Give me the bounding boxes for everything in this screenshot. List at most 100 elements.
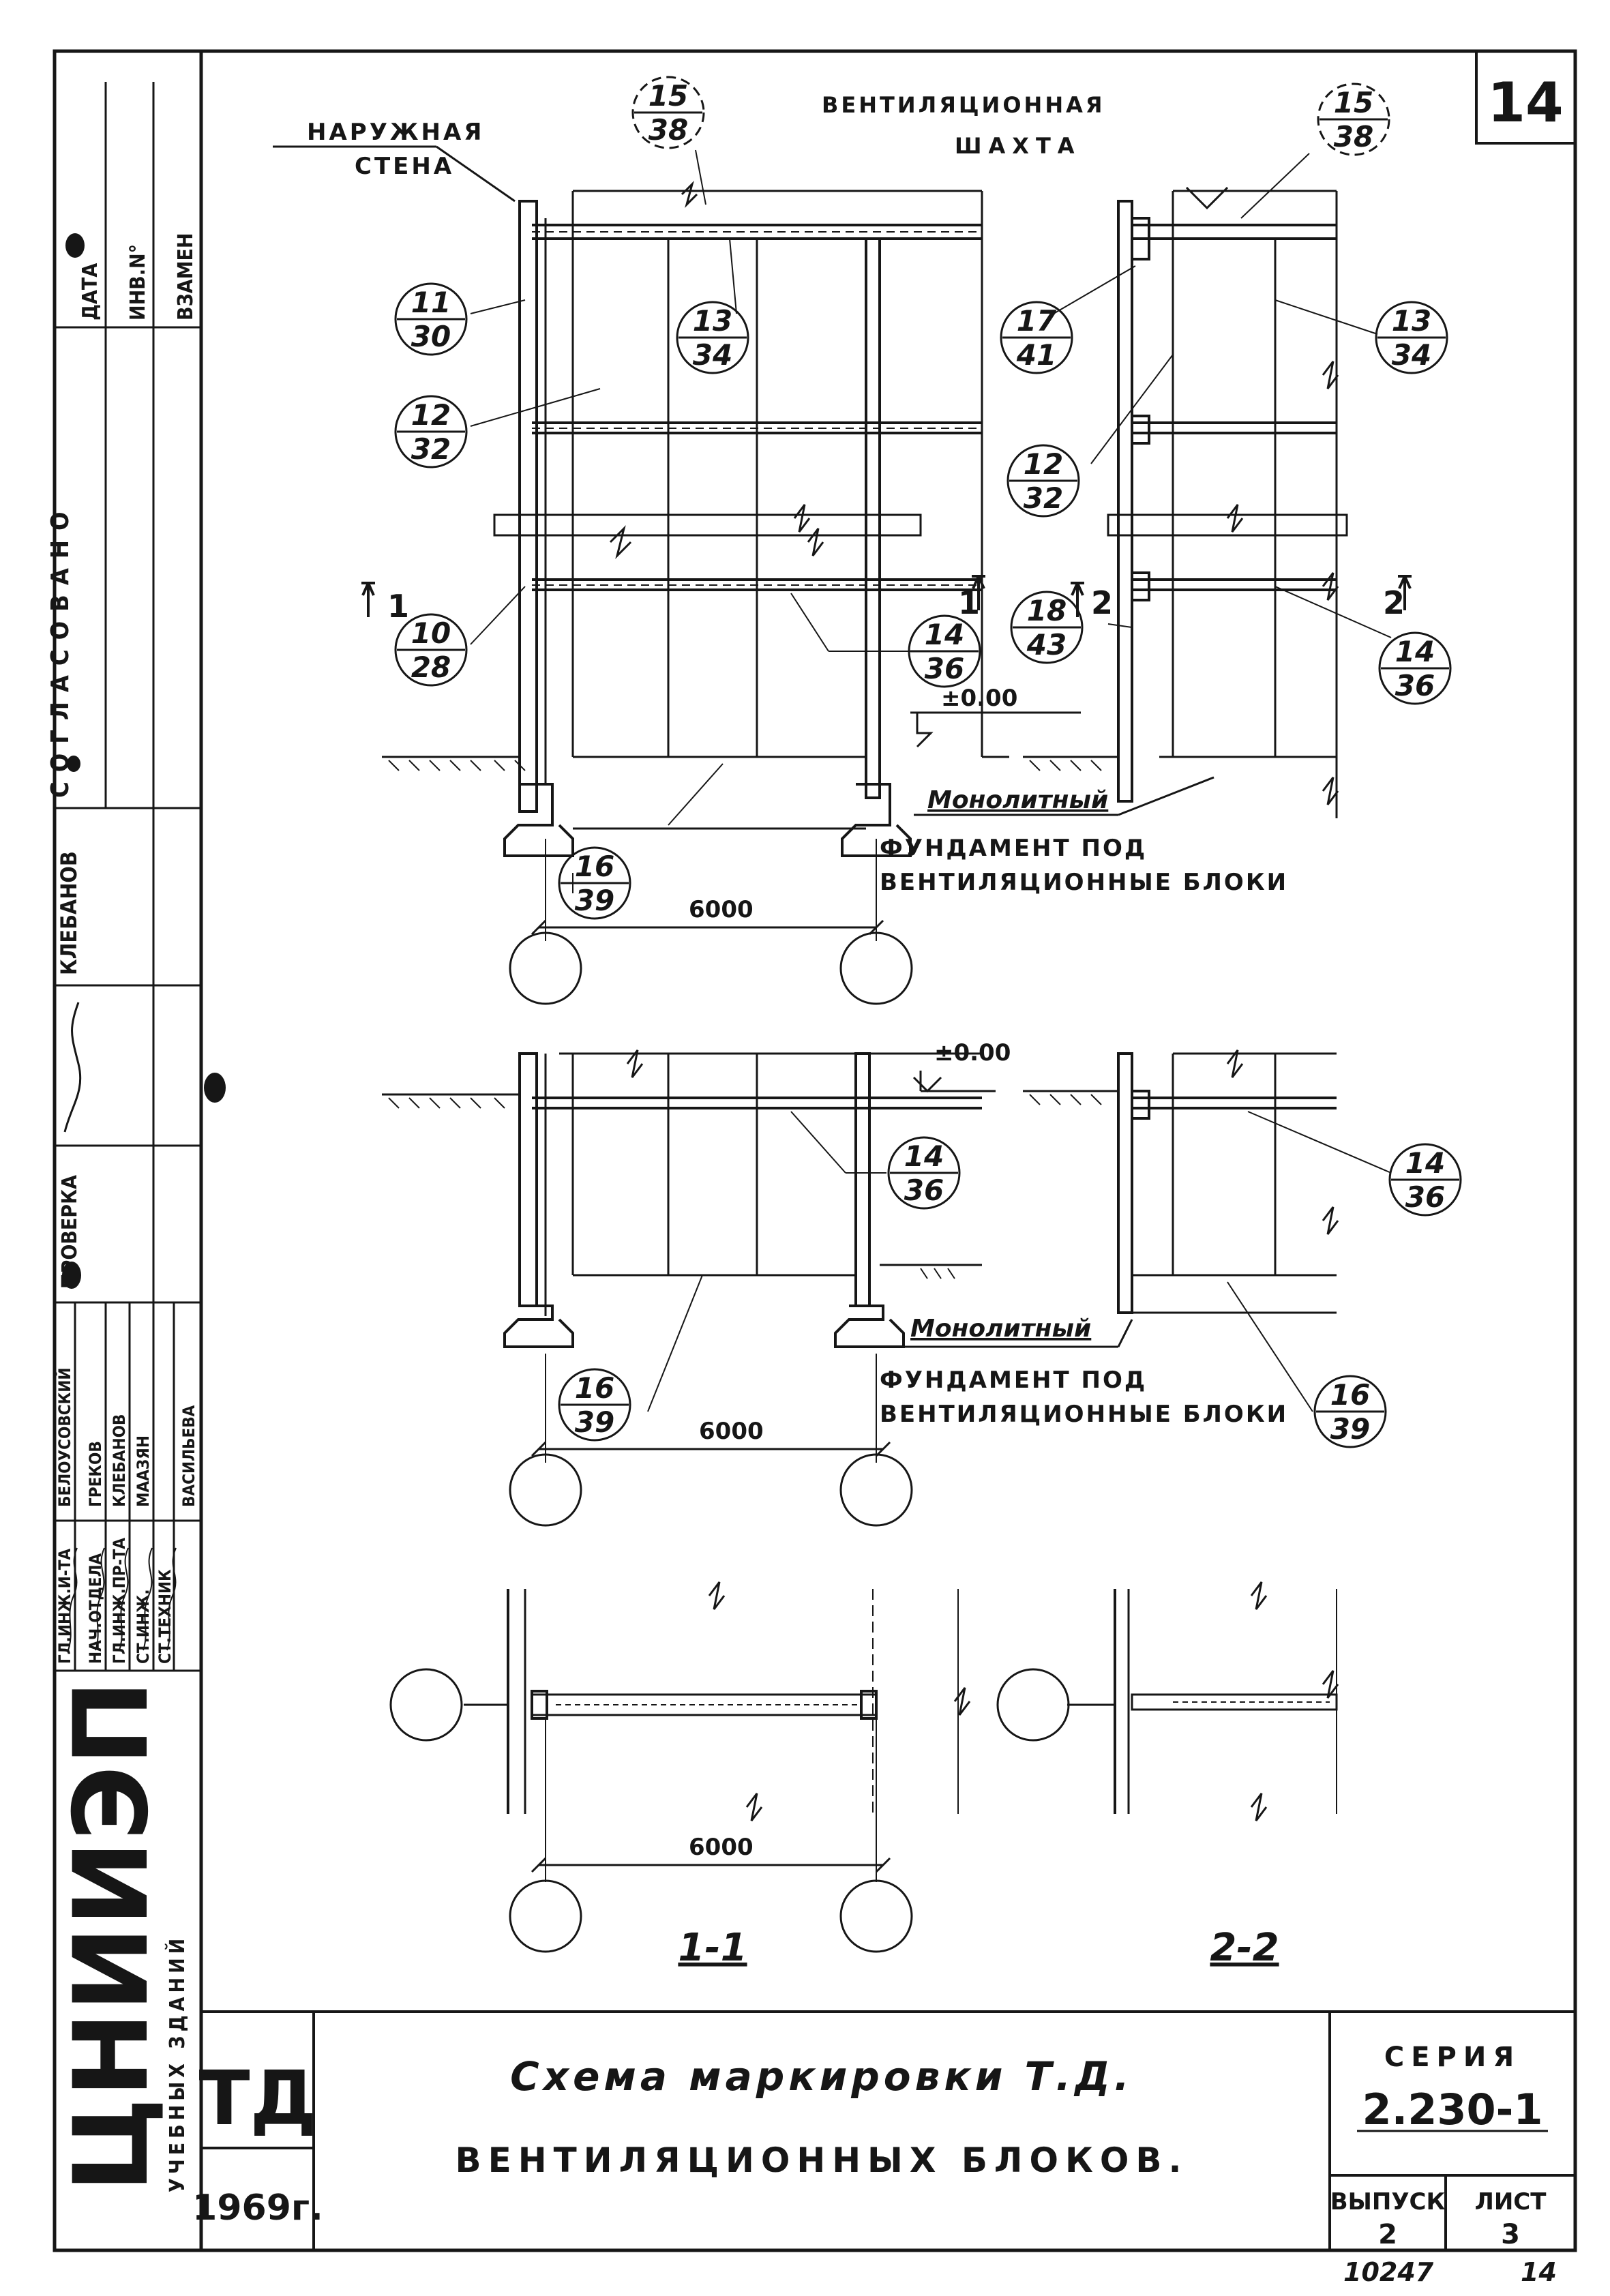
marker-14-36-d-bottom: 36	[1405, 1180, 1445, 1214]
staff-signatures	[68, 1547, 177, 1651]
cut-label-2b: 2	[1383, 584, 1405, 621]
stamp-year: 1969г.	[192, 2188, 323, 2228]
marker-14-36-a-top: 14	[925, 618, 964, 651]
leader-lines	[470, 149, 1392, 1412]
marker-14-36-b-bottom: 36	[1395, 669, 1435, 702]
basement-section-left	[382, 1049, 996, 1527]
marker-13-34-b-bottom: 34	[1392, 338, 1431, 372]
marker-bubbles: 15 38 15 38 11 30 12 32 13 34	[394, 76, 1462, 1448]
label-monolith-3b: ВЕНТИЛЯЦИОННЫЕ БЛОКИ	[880, 1401, 1288, 1428]
marker-15-38-b-top: 15	[1334, 86, 1373, 119]
inventory-number: 10247	[1343, 2257, 1434, 2287]
marker-14-36-a-bottom: 36	[925, 652, 964, 685]
series-value: 2.230-1	[1362, 2085, 1543, 2134]
title-line-1: Схема маркировки Т.Д.	[510, 2053, 1133, 2100]
marker-11-30-top: 11	[411, 286, 451, 319]
sidebar-role-4: СТ.ТЕХНИК	[155, 1569, 175, 1664]
marker-14-36-b: 14 36	[1378, 631, 1452, 705]
issue-label: ВЫПУСК	[1330, 2188, 1446, 2216]
sidebar-name-1: ГРЕКОВ	[86, 1441, 105, 1507]
sidebar-name-3: МААЗЯН	[134, 1435, 153, 1507]
sidebar-name-0: БЕЛОУСОВСКИЙ	[55, 1368, 74, 1507]
marker-14-36-d-top: 14	[1405, 1146, 1445, 1180]
sidebar-role-1: НАЧ.ОТДЕЛА	[86, 1553, 105, 1664]
label-monolith-1b: Монолитный	[910, 1315, 1091, 1343]
title-line-2: ВЕНТИЛЯЦИОННЫХ БЛОКОВ.	[456, 2141, 1189, 2180]
label-shaft-2: ШАХТА	[955, 133, 1082, 159]
marker-13-34-b: 13 34	[1375, 301, 1448, 374]
page-number-box: 14	[1475, 50, 1577, 145]
stamp-org: ЦНИИЭП	[53, 1680, 171, 2192]
marker-16-39-a: 16 39	[558, 846, 631, 920]
sidebar-inv-label: ИНВ.N°	[126, 244, 150, 320]
marker-14-36-b-top: 14	[1395, 635, 1435, 668]
marker-12-32-b: 12 32	[1007, 444, 1080, 518]
section-title-1-1: 1-1	[678, 1926, 747, 1970]
marker-14-36-c-top: 14	[904, 1139, 944, 1173]
basement-section-right	[1023, 1049, 1339, 1314]
marker-16-39-b-bottom: 39	[575, 1405, 614, 1439]
page-number-bottom: 14	[1521, 2257, 1557, 2287]
marker-10-28: 10 28	[394, 613, 468, 687]
marker-13-34-a-bottom: 34	[693, 338, 732, 372]
marker-15-38-a-top: 15	[649, 79, 688, 113]
marker-13-34-a-top: 13	[693, 304, 732, 338]
marker-12-32-a: 12 32	[394, 395, 468, 468]
marker-16-39-b-top: 16	[575, 1371, 614, 1405]
marker-13-34-a: 13 34	[676, 301, 749, 374]
marker-15-38-b: 15 38	[1317, 83, 1390, 156]
marker-18-43-bottom: 43	[1026, 628, 1067, 661]
label-outer-wall-1: НАРУЖНАЯ	[307, 119, 484, 146]
section-1-1-elevation	[361, 180, 1081, 1005]
sidebar-role-3: СТ.ИНЖ.	[134, 1589, 153, 1664]
marker-10-28-top: 10	[411, 616, 451, 650]
sidebar-replace-label: ВЗАМЕН	[174, 233, 198, 320]
marker-12-32-b-bottom: 32	[1024, 481, 1063, 515]
sidebar-date-label: ДАТА	[78, 263, 102, 320]
marker-16-39-c: 16 39	[1313, 1375, 1387, 1448]
sidebar-name-4: ВАСИЛЬЕВА	[179, 1405, 198, 1507]
sidebar-agreed-label: СОГЛАСОВАНО	[46, 502, 74, 798]
marker-12-32-a-bottom: 32	[411, 432, 451, 466]
list-value: 3	[1501, 2219, 1520, 2250]
ink-blots	[62, 233, 226, 1289]
page-number: 14	[1487, 71, 1563, 134]
label-monolith-3a: ВЕНТИЛЯЦИОННЫЕ БЛОКИ	[880, 869, 1288, 896]
label-monolith-2b: ФУНДАМЕНТ ПОД	[880, 1367, 1147, 1394]
plan-1-1	[389, 1581, 971, 1953]
sheet-frame	[53, 49, 1577, 2252]
marker-13-34-b-top: 13	[1392, 304, 1431, 338]
marker-11-30: 11 30	[394, 282, 468, 356]
sidebar-checker-name: КЛЕБАНОВ	[56, 851, 82, 975]
series-label: СЕРИЯ	[1384, 2042, 1521, 2073]
dim-6000-plan: 6000	[689, 1834, 754, 1861]
marker-17-41-top: 17	[1017, 304, 1057, 338]
marker-10-28-bottom: 28	[411, 651, 451, 684]
issue-value: 2	[1378, 2219, 1397, 2250]
stamp-code: ТД	[198, 2055, 316, 2142]
level-mid: ±0.00	[934, 1039, 1011, 1067]
marker-16-39-c-bottom: 39	[1330, 1412, 1370, 1446]
label-outer-wall-2: СТЕНА	[355, 153, 454, 180]
marker-15-38-b-bottom: 38	[1334, 120, 1373, 153]
label-monolith-2a: ФУНДАМЕНТ ПОД	[880, 835, 1147, 862]
marker-16-39-c-top: 16	[1330, 1378, 1370, 1412]
marker-14-36-a: 14 36	[908, 614, 981, 688]
marker-12-32-b-top: 12	[1024, 447, 1063, 481]
section-title-2-2: 2-2	[1210, 1926, 1279, 1970]
marker-18-43: 18 43	[1010, 591, 1084, 664]
marker-17-41: 17 41	[1000, 301, 1073, 374]
sidebar: ДАТА ИНВ.N° ВЗАМЕН СОГЛАСОВАНО КЛЕБАНОВ …	[46, 82, 226, 2192]
marker-18-43-top: 18	[1027, 594, 1067, 627]
marker-15-38-a-bottom: 38	[649, 113, 688, 147]
marker-14-36-c: 14 36	[887, 1136, 961, 1210]
dim-6000-top: 6000	[689, 896, 754, 923]
cut-label-2a: 2	[1091, 584, 1113, 621]
stamp-org-sub: УЧЕБНЫХ ЗДАНИЙ	[165, 1935, 190, 2192]
sidebar-role-0: ГЛ.ИНЖ.И-ТА	[55, 1549, 74, 1664]
marker-14-36-d: 14 36	[1388, 1143, 1462, 1217]
dim-6000-mid: 6000	[699, 1418, 764, 1445]
marker-12-32-a-top: 12	[411, 398, 451, 432]
list-label: ЛИСТ	[1475, 2188, 1547, 2216]
